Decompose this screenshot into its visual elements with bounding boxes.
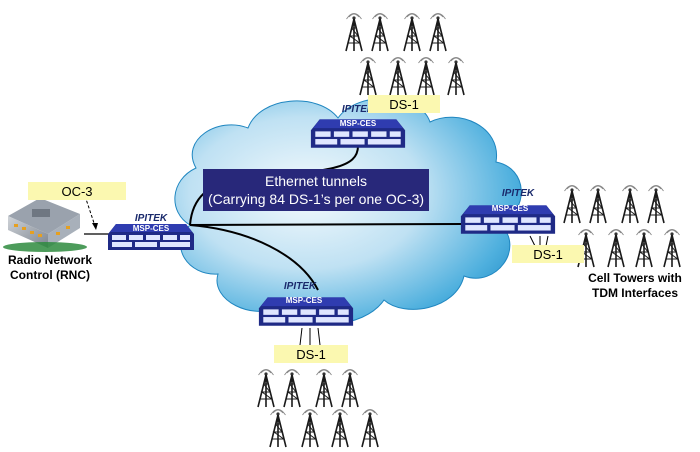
rnc-caption-line1: Radio Network <box>7 253 92 267</box>
cell-tower-icon <box>315 368 333 408</box>
cell-tower-icon <box>269 408 287 448</box>
oc3-dashed-arrow <box>84 195 96 227</box>
cell-tower-icon <box>389 56 407 96</box>
device-name-label: MSP-CES <box>286 296 323 305</box>
oc3-label: OC-3 <box>28 182 126 200</box>
tunnel-label-line1: Ethernet tunnels <box>265 173 367 189</box>
device-name-label: MSP-CES <box>133 224 170 233</box>
cell-tower-icon <box>647 184 665 224</box>
ethernet-tunnels-label: Ethernet tunnels (Carrying 84 DS-1’s per… <box>203 169 429 211</box>
ds1-connector-right <box>529 235 549 247</box>
cell-towers-caption: Cell Towers with TDM Interfaces <box>578 271 692 301</box>
ds1-connector-bottom <box>299 327 321 346</box>
cell-tower-icon <box>403 12 421 52</box>
cell-towers-caption-line1: Cell Towers with <box>588 271 682 285</box>
tower-group-top <box>345 12 465 96</box>
cell-tower-icon <box>359 56 377 96</box>
cell-tower-icon <box>371 12 389 52</box>
msp-ces-device-top: MSP-CES IPITEK <box>310 104 406 148</box>
cell-tower-icon <box>361 408 379 448</box>
device-name-label: MSP-CES <box>492 204 529 213</box>
ds1-label-top: DS-1 <box>368 95 440 113</box>
brand-logo: IPITEK <box>502 188 535 199</box>
device-name-label: MSP-CES <box>340 119 377 128</box>
cell-tower-icon <box>301 408 319 448</box>
cell-tower-icon <box>447 56 465 96</box>
msp-ces-device-bottom: MSP-CES IPITEK <box>258 281 354 326</box>
cell-tower-icon <box>417 56 435 96</box>
tunnel-label-line2: (Carrying 84 DS-1’s per one OC-3) <box>207 191 425 207</box>
tower-group-bottom <box>257 368 379 448</box>
cell-tower-icon <box>635 228 653 268</box>
cell-towers-caption-line2: TDM Interfaces <box>591 286 679 300</box>
cell-tower-icon <box>283 368 301 408</box>
cell-tower-icon <box>257 368 275 408</box>
msp-ces-device-right: MSP-CES IPITEK <box>460 188 556 234</box>
rnc-building <box>3 198 87 252</box>
brand-logo: IPITEK <box>342 104 375 115</box>
cell-tower-icon <box>621 184 639 224</box>
cell-tower-icon <box>663 228 681 268</box>
ds1-label-bottom: DS-1 <box>274 345 348 363</box>
cell-tower-icon <box>341 368 359 408</box>
cell-tower-icon <box>607 228 625 268</box>
oc3-arrowhead <box>92 223 98 230</box>
brand-logo: IPITEK <box>135 213 168 224</box>
cell-tower-icon <box>331 408 349 448</box>
cell-tower-icon <box>563 184 581 224</box>
cell-tower-icon <box>589 184 607 224</box>
brand-logo: IPITEK <box>284 281 317 292</box>
rnc-caption: Radio Network Control (RNC) <box>0 253 100 283</box>
cell-tower-icon <box>345 12 363 52</box>
msp-ces-device-left: MSP-CES IPITEK <box>108 213 194 250</box>
rnc-caption-line2: Control (RNC) <box>10 268 90 282</box>
cell-tower-icon <box>429 12 447 52</box>
ds1-label-right: DS-1 <box>512 245 584 263</box>
